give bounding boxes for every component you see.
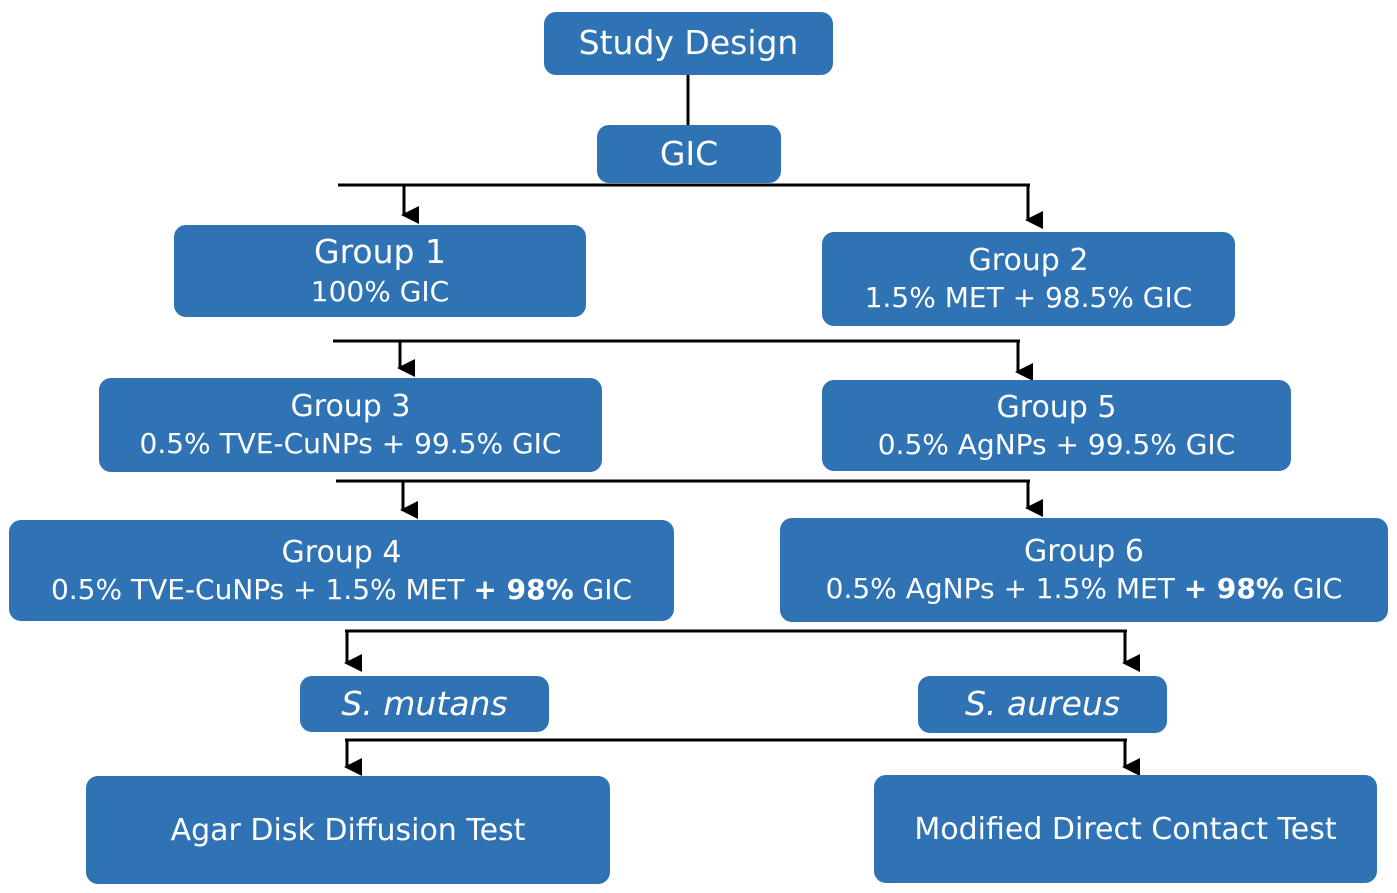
node-group5: Group 5 0.5% AgNPs + 99.5% GIC [822,380,1291,471]
node-group2-title: Group 2 [968,243,1089,279]
node-group6-composition-bold: + 98% [1183,572,1284,606]
node-group4-composition-bold: + 98% [473,572,574,606]
node-gic-title: GIC [659,133,719,173]
node-s-aureus-title: S. aureus [964,684,1121,724]
node-group1-title: Group 1 [314,232,446,272]
node-group6-composition: 0.5% AgNPs + 1.5% MET + 98% GIC [826,571,1343,607]
node-group4-composition-part3: GIC [573,572,633,606]
node-gic: GIC [597,125,781,183]
node-agar-disk-diffusion-test: Agar Disk Diffusion Test [86,776,610,884]
node-modified-direct-contact-test: Modified Direct Contact Test [874,775,1377,883]
node-s-mutans-title: S. mutans [341,683,508,723]
node-group2-composition: 1.5% MET + 98.5% GIC [864,281,1193,315]
node-group6-title: Group 6 [1024,534,1144,570]
node-group4-composition: 0.5% TVE-CuNPs + 1.5% MET + 98% GIC [51,572,632,608]
node-group5-title: Group 5 [996,389,1117,425]
node-group3: Group 3 0.5% TVE-CuNPs + 99.5% GIC [99,378,602,472]
node-group6-composition-part3: GIC [1283,572,1343,606]
node-group3-title: Group 3 [290,389,411,425]
node-group5-composition: 0.5% AgNPs + 99.5% GIC [877,427,1236,461]
node-group3-composition: 0.5% TVE-CuNPs + 99.5% GIC [139,427,562,461]
node-s-mutans: S. mutans [300,676,549,732]
node-study-design: Study Design [544,12,833,75]
node-agar-test-title: Agar Disk Diffusion Test [170,812,526,848]
node-group1-composition: 100% GIC [310,275,450,309]
node-s-aureus: S. aureus [918,676,1167,733]
node-group4-composition-part1: 0.5% TVE-CuNPs + 1.5% MET [50,572,474,606]
node-group4: Group 4 0.5% TVE-CuNPs + 1.5% MET + 98% … [9,520,674,621]
node-study-design-title: Study Design [578,23,799,63]
node-group6-composition-part1: 0.5% AgNPs + 1.5% MET [825,572,1184,606]
node-mdct-test-title: Modified Direct Contact Test [914,811,1337,847]
node-group4-title: Group 4 [281,534,402,570]
node-group2: Group 2 1.5% MET + 98.5% GIC [822,232,1235,326]
node-group1: Group 1 100% GIC [174,225,586,317]
node-group6: Group 6 0.5% AgNPs + 1.5% MET + 98% GIC [780,518,1388,622]
